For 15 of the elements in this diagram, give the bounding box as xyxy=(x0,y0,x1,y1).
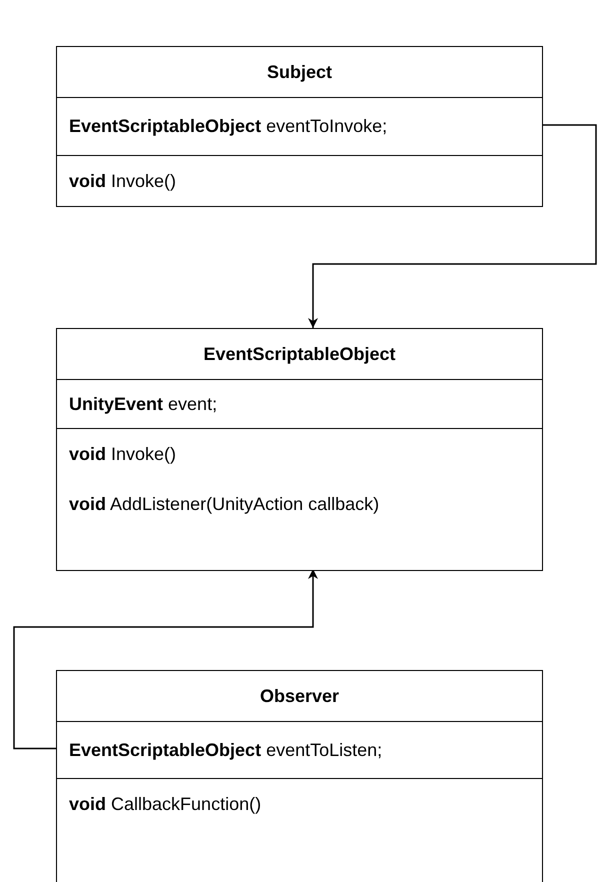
class-box xyxy=(56,670,543,882)
class-name: Observer xyxy=(260,686,340,706)
method-text: void Invoke() xyxy=(69,444,176,464)
arrow xyxy=(13,569,318,750)
class-box xyxy=(56,46,543,207)
method-text: void CallbackFunction() xyxy=(69,794,262,814)
arrow xyxy=(308,124,597,328)
method-text: void Invoke() xyxy=(69,171,176,191)
class-box xyxy=(56,328,543,571)
method-text: void AddListener(UnityAction callback) xyxy=(69,494,380,514)
attribute-text: EventScriptableObject eventToListen; xyxy=(69,740,382,760)
class-name: Subject xyxy=(266,62,332,82)
attribute-text: UnityEvent event; xyxy=(69,394,218,414)
attribute-text: EventScriptableObject eventToInvoke; xyxy=(69,116,388,137)
class-name: EventScriptableObject xyxy=(203,344,396,364)
